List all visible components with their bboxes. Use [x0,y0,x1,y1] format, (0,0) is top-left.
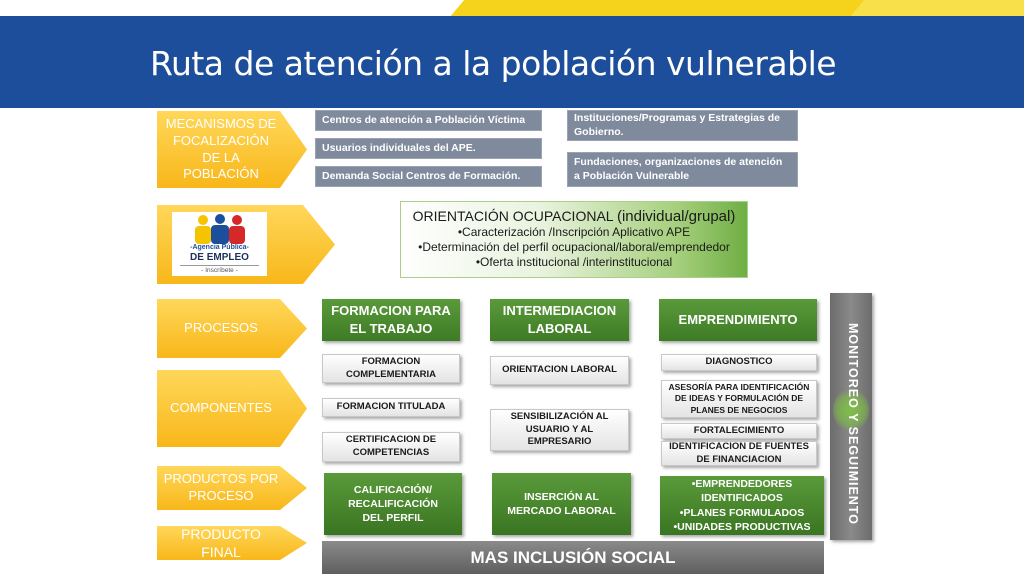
people-logo-icon [195,214,245,244]
producto-emprendimiento: •EMPRENDEDORES IDENTIFICADOS •PLANES FOR… [660,476,824,535]
chevron-productos-label: PRODUCTOS POR PROCESO [163,471,279,503]
orientacion-title-line: ORIENTACIÓN OCUPACIONAL (individual/grup… [401,208,747,225]
producto-final-bar: MAS INCLUSIÓN SOCIAL [322,541,824,574]
componente-box: ASESORÍA PARA IDENTIFICACIÓN DE IDEAS Y … [661,380,817,418]
chevron-producto-final: PRODUCTO FINAL [157,526,307,560]
header-yellow-stripe-light [850,0,1024,16]
monitoreo-glow [833,388,869,432]
mecanismo-box: Fundaciones, organizaciones de atención … [567,152,798,187]
componente-box: DIAGNOSTICO [661,354,817,371]
logo-line2: DE EMPLEO [190,252,249,263]
monitoreo-seguimiento-bar: MONITOREO Y SEGUIMIENTO [830,293,872,540]
orientacion-item: •Caracterización /Inscripción Aplicativo… [457,225,691,239]
componente-box: IDENTIFICACION DE FUENTES DE FINANCIACIO… [661,441,817,466]
logo-line1: -Agencia Pública- [190,244,249,251]
producto-emprendimiento-item: •UNIDADES PRODUCTIVAS [673,520,811,533]
chevron-mecanismos-label: MECANISMOS DE FOCALIZACIÓN DE LA POBLACI… [165,115,277,182]
proceso-emprendimiento: EMPRENDIMIENTO [659,299,817,341]
chevron-productos: PRODUCTOS POR PROCESO [157,466,307,510]
componente-box: FORMACION COMPLEMENTARIA [322,354,460,383]
chevron-procesos-label: PROCESOS [184,320,258,336]
page-title: Ruta de atención a la población vulnerab… [150,44,837,83]
orientacion-ocupacional-box: ORIENTACIÓN OCUPACIONAL (individual/grup… [400,201,748,278]
chevron-componentes: COMPONENTES [157,370,307,447]
componente-box: ORIENTACION LABORAL [490,356,629,385]
orientacion-item: •Oferta institucional /interinstituciona… [475,255,673,269]
orientacion-subtitle: (individual/grupal) [616,208,736,225]
producto-formacion: CALIFICACIÓN/ RECALIFICACIÓN DEL PERFIL [324,473,462,535]
componente-box: FORMACION TITULADA [322,398,460,417]
logo-line3: - Inscríbete - [180,265,259,274]
producto-emprendimiento-item: •EMPRENDEDORES IDENTIFICADOS [691,478,793,505]
componente-box: CERTIFICACION DE COMPETENCIAS [322,432,460,462]
header-banner [0,0,1024,108]
componente-box: FORTALECIMIENTO [661,423,817,439]
chevron-mecanismos: MECANISMOS DE FOCALIZACIÓN DE LA POBLACI… [157,111,307,188]
agencia-empleo-logo: -Agencia Pública- DE EMPLEO - Inscríbete… [172,212,267,276]
producto-intermediacion: INSERCIÓN AL MERCADO LABORAL [492,473,631,535]
mecanismo-box: Centros de atención a Población Víctima [315,110,542,131]
mecanismo-box: Instituciones/Programas y Estrategias de… [567,110,798,141]
producto-emprendimiento-item: •PLANES FORMULADOS [679,506,805,519]
orientacion-item: •Determinación del perfil ocupacional/la… [418,240,730,254]
componente-box: SENSIBILIZACIÓN AL USUARIO Y AL EMPRESAR… [490,409,629,451]
chevron-componentes-label: COMPONENTES [170,400,272,416]
monitoreo-label: MONITOREO Y SEGUIMIENTO [846,323,860,525]
chevron-producto-final-label: PRODUCTO FINAL [181,525,261,560]
mecanismo-box: Demanda Social Centros de Formación. [315,166,542,187]
proceso-intermediacion: INTERMEDIACION LABORAL [490,299,629,341]
chevron-procesos: PROCESOS [157,299,307,358]
proceso-formacion: FORMACION PARA EL TRABAJO [322,299,460,341]
orientacion-title: ORIENTACIÓN OCUPACIONAL [412,208,614,224]
mecanismo-box: Usuarios individuales del APE. [315,138,542,159]
